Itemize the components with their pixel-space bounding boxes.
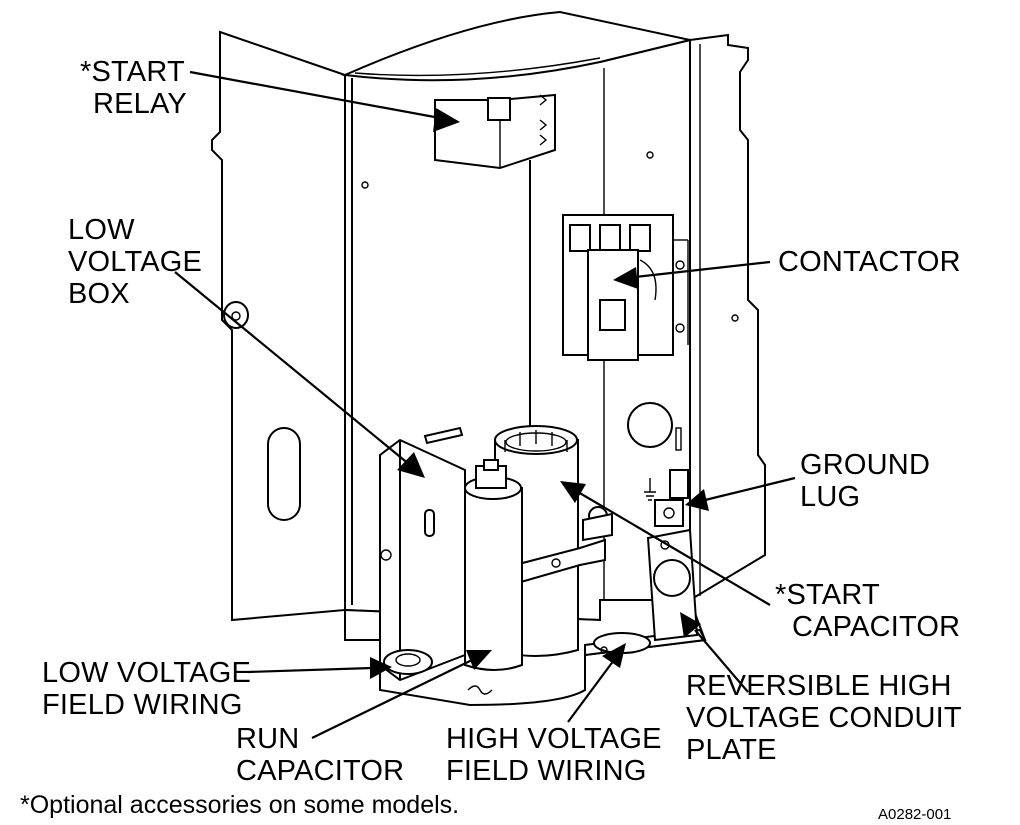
arrowhead-high-voltage-field-wiring	[602, 643, 626, 668]
start-relay	[434, 93, 556, 170]
arrowhead-low-voltage-field-wiring	[370, 657, 392, 679]
label-low-voltage-field-wiring: LOW VOLTAGE FIELD WIRING	[42, 657, 251, 721]
low-voltage-box	[379, 426, 466, 682]
label-start-capacitor: *START CAPACITOR	[775, 579, 961, 643]
leader-reversible-plate	[694, 629, 749, 693]
top-cover	[341, 10, 691, 82]
run-capacitor	[464, 459, 523, 671]
right-flange	[689, 33, 766, 602]
label-start-relay: *START RELAY	[80, 56, 187, 120]
leader-start-relay	[189, 70, 441, 120]
arrowhead-start-relay	[433, 108, 460, 132]
arrowhead-contactor	[613, 267, 638, 289]
leader-start-capacitor	[577, 491, 771, 606]
label-contactor: CONTACTOR	[778, 246, 961, 278]
contactor	[562, 214, 689, 361]
label-ground-lug: GROUND LUG	[800, 449, 931, 513]
footnote: *Optional accessories on some models.	[20, 791, 460, 819]
arrowhead-ground-lug	[685, 489, 709, 511]
pan-mark	[467, 685, 493, 695]
arrowhead-low-voltage-box	[397, 452, 425, 478]
label-low-voltage-box: LOW VOLTAGE BOX	[68, 214, 203, 310]
label-high-voltage-field-wiring: HIGH VOLTAGE FIELD WIRING	[446, 723, 662, 787]
arrowhead-start-capacitor	[560, 481, 586, 503]
ground-lug	[644, 469, 689, 527]
back-knockouts	[627, 402, 682, 451]
callout-leaders	[174, 70, 796, 739]
label-reversible-plate: REVERSIBLE HIGH VOLTAGE CONDUIT PLATE	[686, 670, 962, 766]
leader-high-voltage-field-wiring	[567, 659, 615, 723]
leader-ground-lug	[704, 476, 796, 502]
figure-code: A0282-001	[878, 806, 952, 823]
left-side-panel	[211, 30, 346, 622]
leader-run-capacitor	[311, 659, 473, 739]
leader-low-voltage-box	[174, 271, 411, 466]
arrowhead-reversible-plate	[680, 612, 701, 638]
arrowhead-run-capacitor	[466, 650, 492, 670]
leader-contactor	[634, 260, 771, 279]
conduit-plate	[646, 528, 699, 642]
label-run-capacitor: RUN CAPACITOR	[236, 723, 405, 787]
low-voltage-grommet	[383, 649, 433, 675]
leader-low-voltage-field-wiring	[247, 666, 373, 674]
